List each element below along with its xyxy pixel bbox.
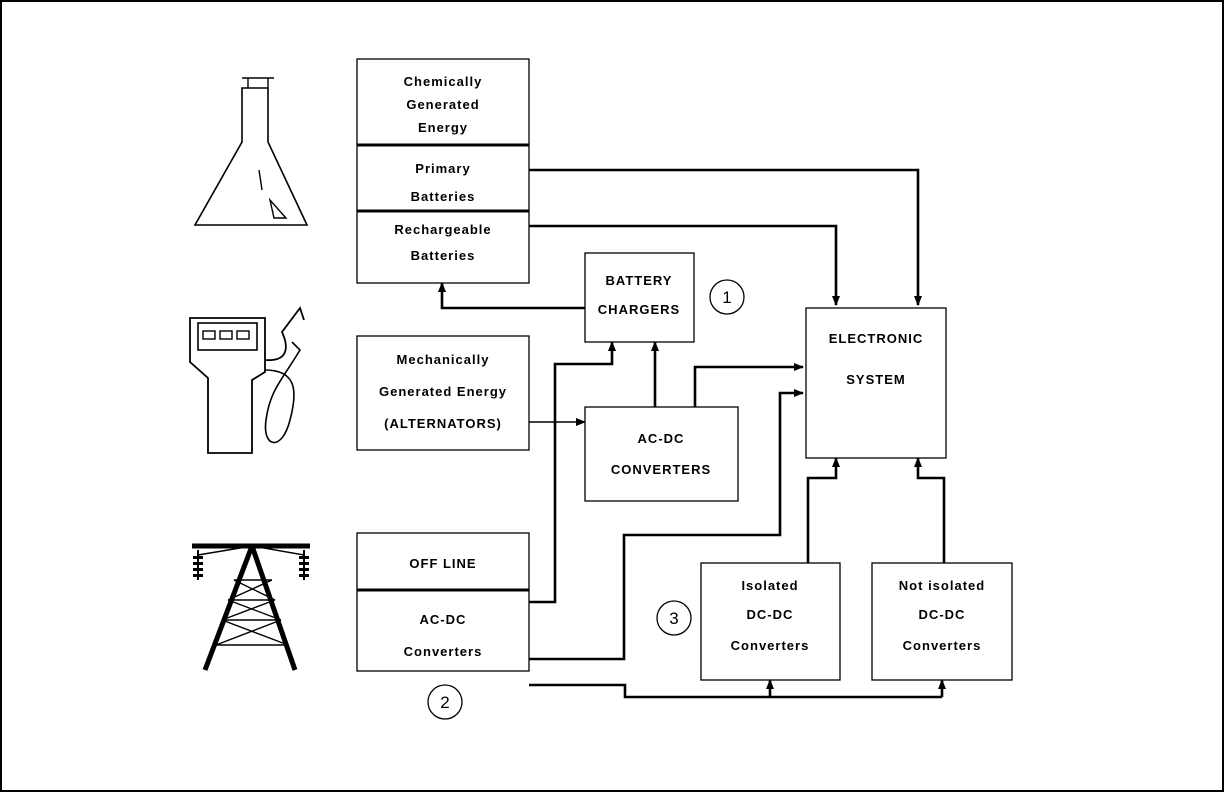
- acdc-converters-box: AC-DC CONVERTERS: [584, 406, 739, 502]
- connection-wires: [438, 168, 946, 699]
- acdc-converters-line-1: AC-DC: [638, 431, 685, 446]
- primary-batteries-line-2: Batteries: [411, 189, 476, 204]
- battery-chargers-line-2: CHARGERS: [598, 302, 680, 317]
- battery-chargers-line-1: BATTERY: [606, 273, 673, 288]
- offline-title: OFF LINE: [409, 556, 476, 571]
- chemical-title-line-2: Generated: [406, 97, 479, 112]
- chemical-title-line-1: Chemically: [404, 74, 483, 89]
- not-isolated-line-1: Not isolated: [899, 578, 985, 593]
- callout-2-label: 2: [440, 693, 449, 712]
- rechargeable-batteries-line-1: Rechargeable: [394, 222, 491, 237]
- callout-3-label: 3: [669, 609, 678, 628]
- isolated-line-1: Isolated: [741, 578, 798, 593]
- electronic-system-line-2: SYSTEM: [846, 372, 905, 387]
- offline-body-line-1: AC-DC: [420, 612, 467, 627]
- mechanical-line-3: (ALTERNATORS): [384, 416, 502, 431]
- offline-converters-box: OFF LINE AC-DC Converters: [356, 532, 530, 672]
- acdc-converters-line-2: CONVERTERS: [611, 462, 711, 477]
- callout-1: 1: [709, 279, 745, 315]
- not-isolated-line-3: Converters: [903, 638, 982, 653]
- mechanical-line-1: Mechanically: [397, 352, 490, 367]
- flask-icon: [193, 77, 309, 226]
- chemical-energy-box: Chemically Generated Energy Primary Batt…: [356, 58, 530, 284]
- offline-body-line-2: Converters: [404, 644, 483, 659]
- power-tower-icon: [192, 543, 310, 671]
- electronic-system-line-1: ELECTRONIC: [829, 331, 924, 346]
- electronic-system-box: ELECTRONIC SYSTEM: [805, 307, 947, 459]
- chemical-title-line-3: Energy: [418, 120, 468, 135]
- not-isolated-dcdc-box: Not isolated DC-DC Converters: [871, 562, 1013, 681]
- mechanical-energy-box: Mechanically Generated Energy (ALTERNATO…: [356, 335, 530, 451]
- callout-2: 2: [427, 684, 463, 720]
- callout-3: 3: [656, 600, 692, 636]
- isolated-line-2: DC-DC: [747, 607, 794, 622]
- primary-batteries-line-1: Primary: [415, 161, 470, 176]
- not-isolated-line-2: DC-DC: [919, 607, 966, 622]
- isolated-dcdc-box: Isolated DC-DC Converters: [700, 562, 841, 681]
- isolated-line-3: Converters: [731, 638, 810, 653]
- rechargeable-batteries-line-2: Batteries: [411, 248, 476, 263]
- mechanical-line-2: Generated Energy: [379, 384, 507, 399]
- fuel-pump-icon: [189, 306, 305, 454]
- battery-chargers-box: BATTERY CHARGERS: [584, 252, 695, 343]
- callout-1-label: 1: [722, 288, 731, 307]
